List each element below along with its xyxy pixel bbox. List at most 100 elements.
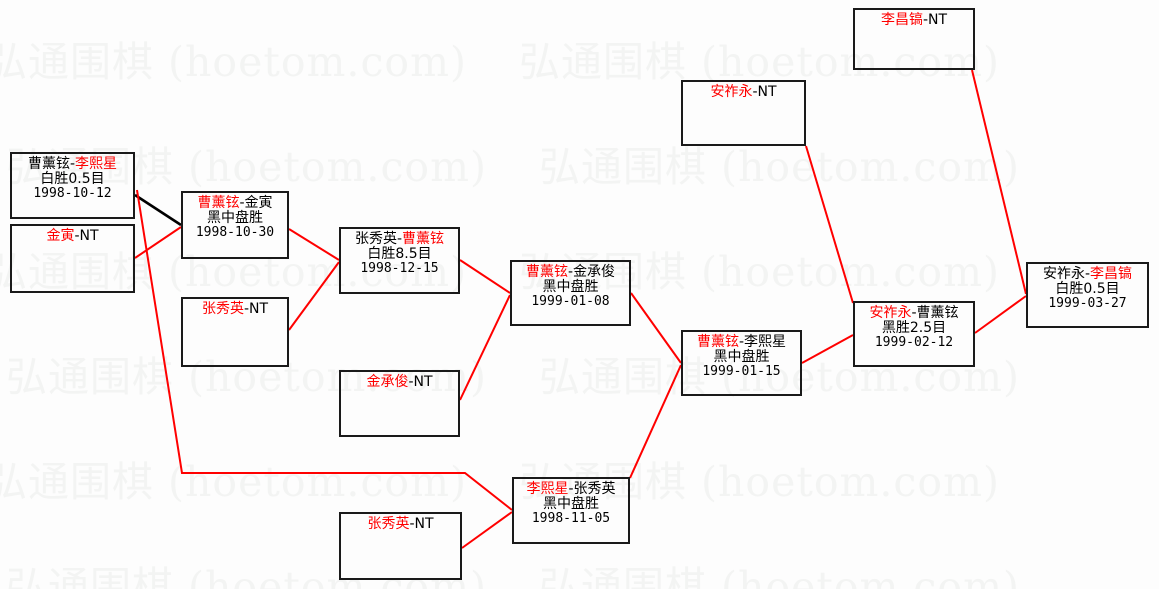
edge-n12-to-n14: [974, 295, 1027, 334]
node-date: 1999-02-12: [874, 335, 954, 351]
node-result: 白胜0.5目: [1055, 281, 1120, 298]
edge-n5-to-n7: [459, 259, 511, 294]
node-date: 1998-10-30: [195, 225, 275, 241]
edge-n8-to-n9: [461, 511, 513, 549]
node-players: 安祚永-NT: [683, 84, 804, 100]
edge-n3-to-n5: [288, 228, 340, 261]
seed-an-zuoyong[interactable]: 安祚永-NT: [681, 80, 806, 146]
player-left: 安祚永: [710, 84, 753, 100]
player-separator: -: [752, 84, 758, 100]
player-right: 李昌镐: [1090, 266, 1133, 282]
player-separator: -: [69, 156, 76, 172]
watermark-row: 弘通围棋 (hoetom.com)弘通围棋 (hoetom.com): [6, 553, 1159, 589]
player-right: 曹薰铉: [916, 305, 959, 321]
edge-n13-to-n14: [971, 69, 1027, 295]
node-players: 张秀英-曹薰铉: [341, 231, 458, 247]
player-right: NT: [757, 84, 777, 100]
player-right: NT: [414, 516, 434, 532]
player-left: 安祚永: [869, 305, 912, 321]
watermark-row: 弘通围棋 (hoetom.com)弘通围棋 (hoetom.com): [0, 28, 1159, 88]
node-players: 曹薰铉-金承俊: [512, 264, 629, 280]
node-date: 1999-01-08: [531, 294, 610, 310]
player-left: 张秀英: [201, 301, 244, 317]
seed-zhang-xiuying-upper[interactable]: 张秀英-NT: [181, 297, 289, 367]
player-right: 曹薰铉: [402, 231, 445, 247]
node-result: 白胜0.5目: [40, 171, 105, 188]
player-separator: -: [409, 516, 415, 532]
node-players: 曹薰铉-金寅: [183, 195, 287, 211]
node-players: 安祚永-曹薰铉: [855, 305, 973, 321]
player-right: NT: [413, 374, 433, 390]
node-players: 安祚永-李昌镐: [1028, 266, 1147, 282]
player-left: 李昌镐: [880, 12, 923, 28]
player-separator: -: [1084, 266, 1091, 282]
player-separator: -: [922, 12, 929, 28]
watermark-row: 弘通围棋 (hoetom.com)弘通围棋 (hoetom.com): [6, 343, 1159, 403]
player-separator: -: [74, 228, 80, 244]
node-result: 黑中盘胜: [207, 210, 263, 227]
player-right: NT: [249, 301, 269, 317]
node-result: 白胜8.5目: [367, 246, 432, 263]
edge-n2-to-n3: [134, 226, 182, 259]
player-right: NT: [79, 228, 99, 244]
node-players: 金承俊-NT: [341, 374, 458, 390]
player-separator: -: [911, 305, 917, 321]
edge-n11-to-n12: [805, 145, 854, 304]
node-result: 黑中盘胜: [543, 496, 599, 513]
node-date: 1999-01-15: [702, 364, 781, 380]
player-separator: -: [738, 334, 745, 350]
node-result: 黑中盘胜: [713, 349, 770, 366]
watermark-text: 弘通围棋 (hoetom.com): [0, 38, 467, 86]
edge-n1-to-n3: [134, 193, 182, 227]
player-left: 曹薰铉: [696, 334, 739, 350]
player-left: 安祚永: [1042, 266, 1085, 282]
node-date: 1998-10-12: [33, 186, 112, 202]
edge-n10-to-n12: [801, 334, 854, 364]
edge-n4-to-n5: [288, 261, 340, 331]
watermark-row: 弘通围棋 (hoetom.com)弘通围棋 (hoetom.com): [6, 133, 1159, 193]
player-left: 李熙星: [526, 481, 569, 497]
watermark-text: 弘通围棋 (hoetom.com): [538, 143, 1020, 191]
watermark-text: 弘通围棋 (hoetom.com): [0, 458, 467, 506]
player-left: 张秀英: [367, 516, 410, 532]
node-date: 1999-03-27: [1048, 296, 1127, 312]
player-right: 李熙星: [75, 156, 118, 172]
node-result: 黑胜2.5目: [881, 320, 947, 337]
node-players: 李昌镐-NT: [855, 12, 973, 28]
player-right: NT: [928, 12, 948, 28]
node-players: 曹薰铉-李熙星: [683, 334, 800, 350]
seed-jin-chengjun[interactable]: 金承俊-NT: [339, 370, 460, 437]
node-players: 李熙星-张秀英: [514, 481, 628, 497]
player-separator: -: [568, 481, 574, 497]
edge-n9-to-n10: [629, 364, 682, 479]
watermark-text: 弘通围棋 (hoetom.com): [538, 563, 1020, 589]
player-left: 曹薰铉: [525, 264, 568, 280]
player-right: 张秀英: [573, 481, 616, 497]
player-right: 金寅: [244, 195, 273, 211]
player-left: 金寅: [46, 228, 75, 244]
player-left: 张秀英: [354, 231, 397, 247]
player-left: 曹薰铉: [197, 195, 240, 211]
seed-zhang-xiuying-lower[interactable]: 张秀英-NT: [339, 512, 462, 580]
node-players: 曹薰铉-李熙星: [12, 156, 133, 172]
player-left: 金承俊: [366, 374, 409, 390]
node-result: 黑中盘胜: [542, 279, 599, 296]
node-date: 1998-12-15: [360, 261, 439, 277]
node-players: 金寅-NT: [12, 228, 133, 244]
edge-n7-to-n10: [630, 292, 682, 364]
edge-n6-to-n7: [459, 294, 511, 401]
player-left: 曹薰铉: [27, 156, 70, 172]
seed-jin-yin[interactable]: 金寅-NT: [10, 224, 135, 293]
seed-li-changhao[interactable]: 李昌镐-NT: [853, 8, 975, 70]
player-separator: -: [567, 264, 574, 280]
node-date: 1998-11-05: [531, 511, 611, 527]
